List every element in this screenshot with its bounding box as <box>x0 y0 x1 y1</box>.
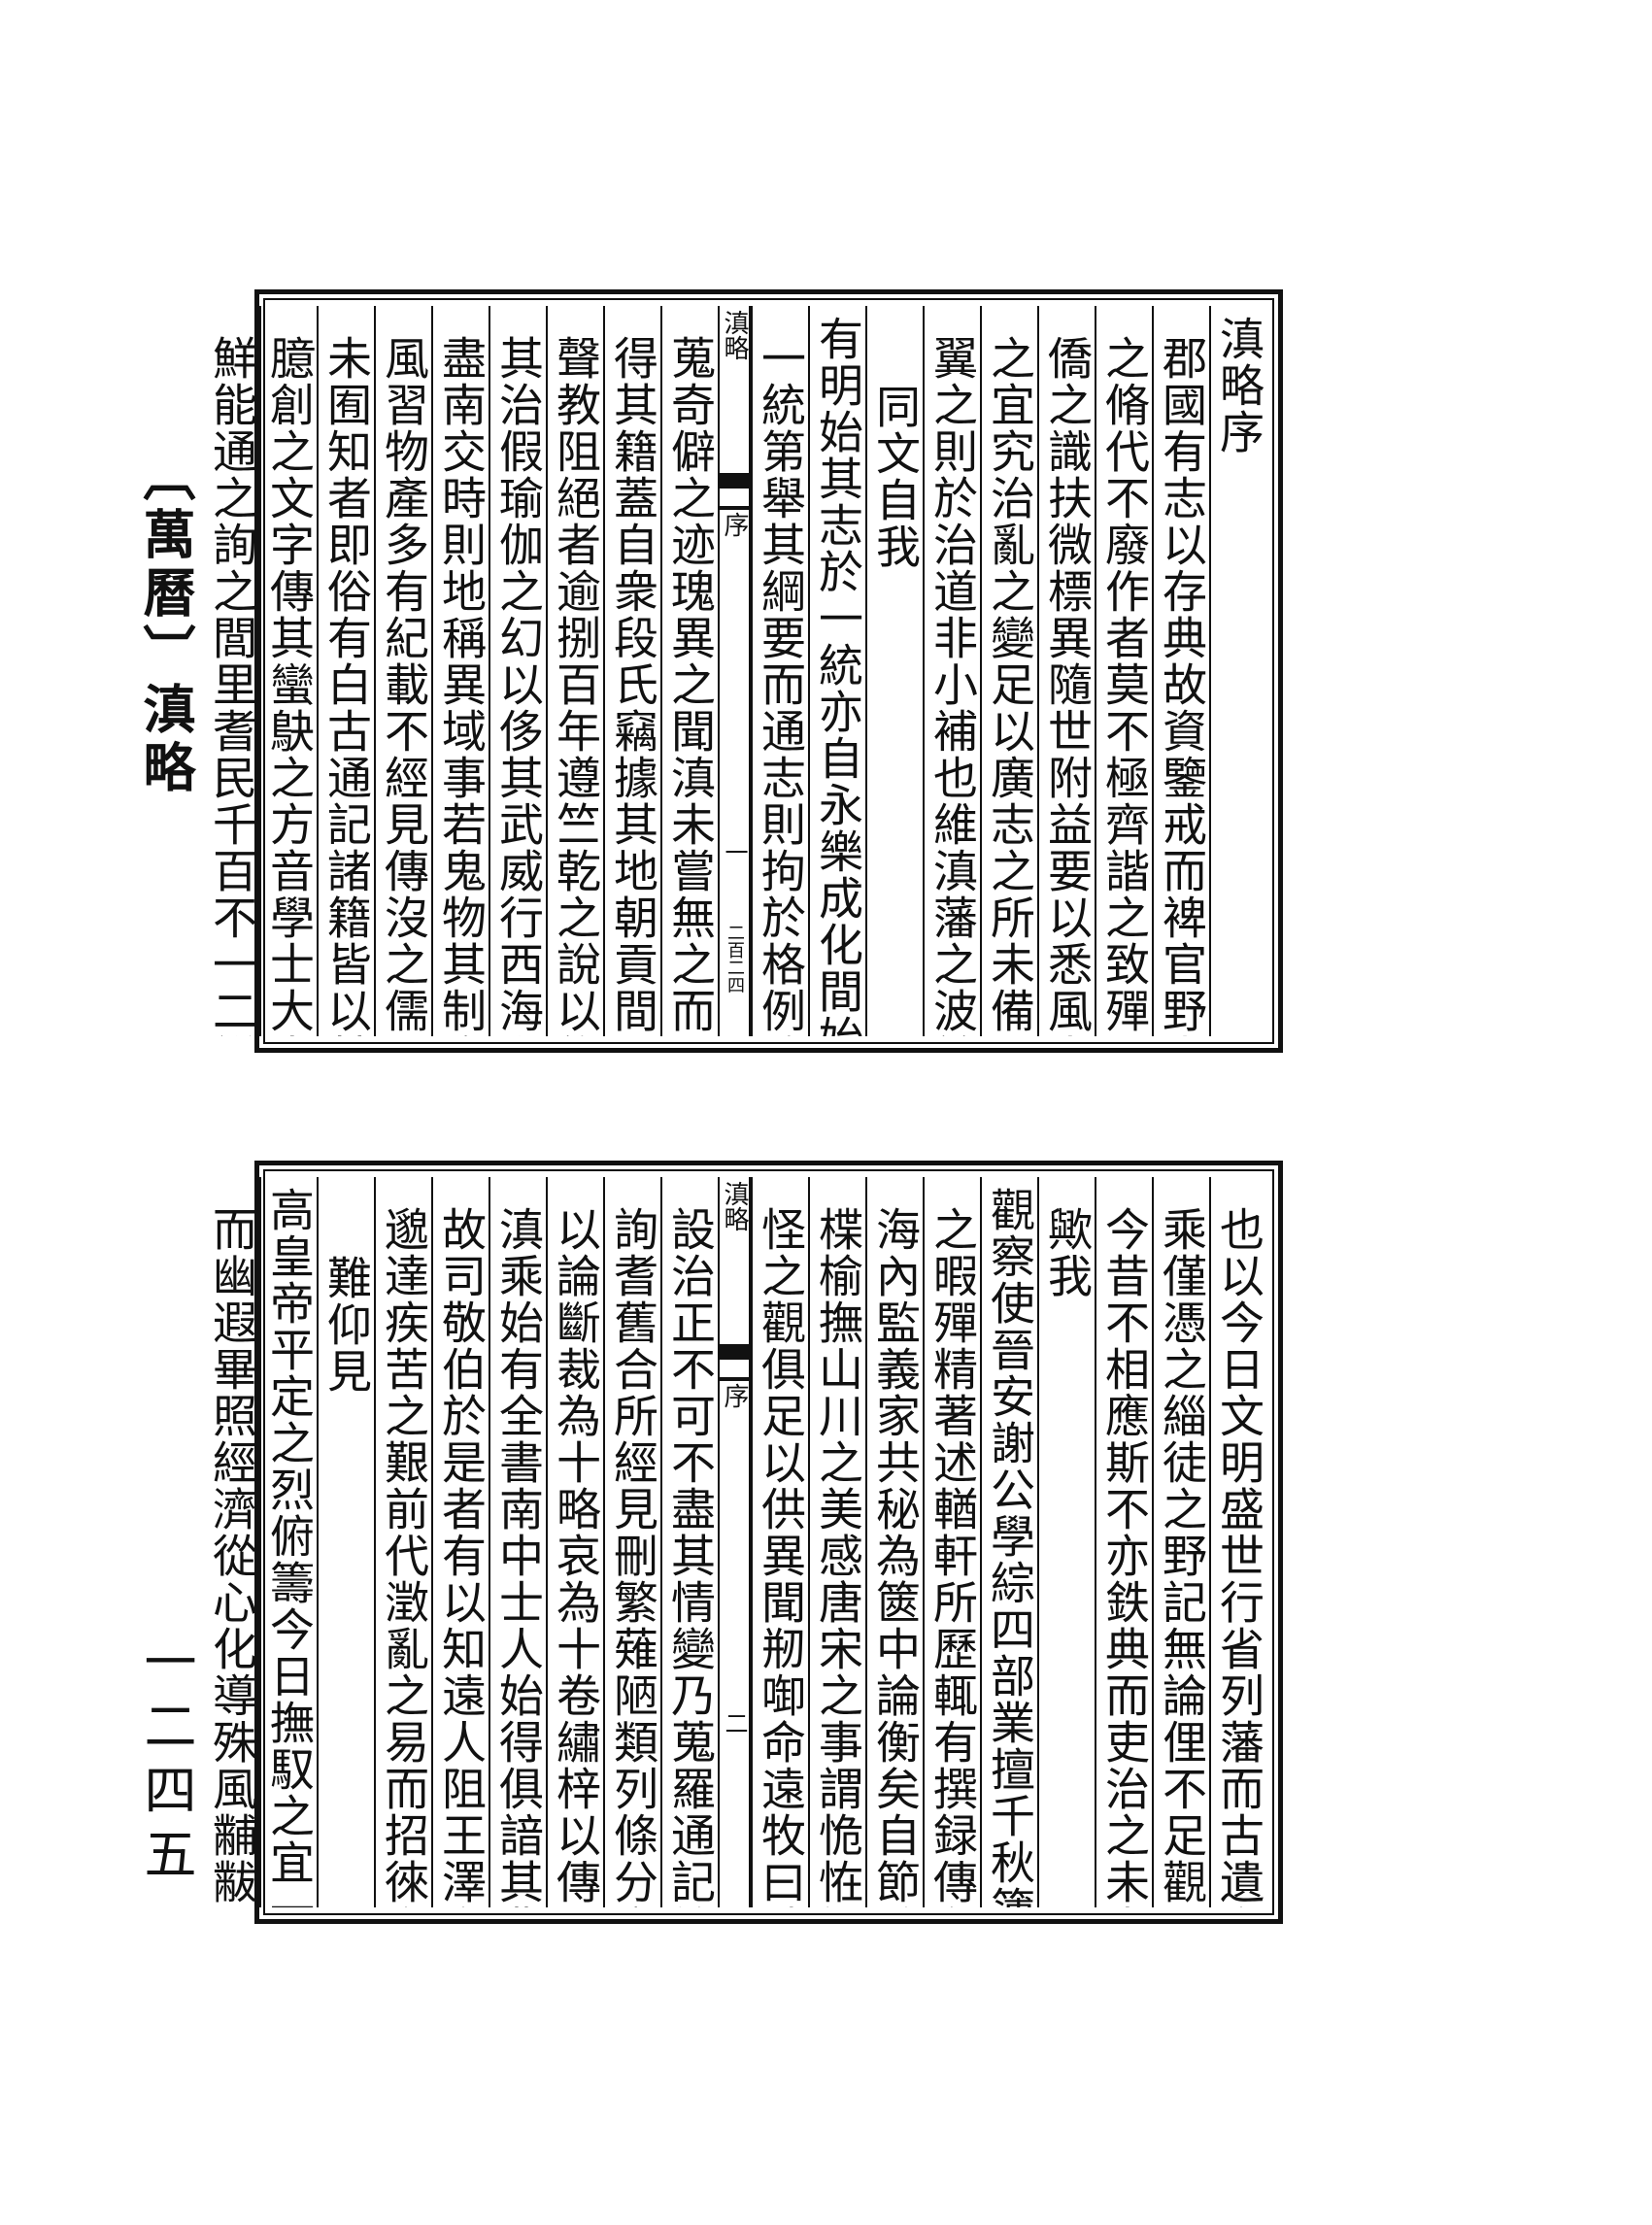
block-heart: 滇略 序 一 二百二四 <box>718 306 751 1036</box>
text-column: 海內監義家共秘為篋中論衡矣自節駐 <box>865 1177 923 1907</box>
text-column: 怪之觀俱足以供異聞剏啣命遠牧曰地 <box>751 1177 808 1907</box>
text-column: 聲教阻絕者逾捌百年遵竺乾之說以飾 <box>546 306 603 1036</box>
fish-tail-rule <box>720 506 749 510</box>
text-column: 翼之則於治道非小補也維滇藩之波於 <box>923 306 980 1036</box>
heart-section-title: 序 <box>720 512 749 537</box>
text-columns: 也以今日文明盛世行省列藩而古遺之 乘僅憑之緇徒之野記無論俚不足觀而 今昔不相應斯… <box>206 1177 1266 1907</box>
text-column: 而幽遐畢照經濟從心化導殊風黼黻 <box>206 1206 258 1905</box>
text-column: 難仰見 <box>317 1177 374 1907</box>
heart-section-title: 序 <box>720 1383 749 1408</box>
text-column: 高皇帝平定之烈俯籌今日撫馭之宜一展卷 <box>259 1177 317 1907</box>
text-column: 蒐奇僻之迹瑰異之聞滇未嘗無之而罕 <box>660 306 718 1036</box>
heart-print-code: 二百二四 <box>725 924 745 994</box>
fish-tail-mark <box>720 1344 749 1360</box>
heart-leaf-number: 一 <box>721 840 748 863</box>
heart-leaf-number: 二 <box>721 1711 748 1735</box>
text-column: 歟我 <box>1037 1177 1095 1907</box>
text-column: 得其籍蓋自衆段氏竊據其地朝貢間通 <box>603 306 660 1036</box>
heart-book-title: 滇略 <box>720 1181 749 1231</box>
text-column: 滇略序 <box>1209 306 1266 1036</box>
text-column: 盡南交時則地稱異域事若鬼物其制度 <box>431 306 489 1036</box>
text-column: 臆創之文字傳其蠻鴃之方音學士大夫 <box>259 306 317 1036</box>
text-column: 楪榆撫山川之美感唐宋之事謂恑恠譎 <box>808 1177 865 1907</box>
text-column: 之脩代不廢作者莫不極齊諧之致殫國 <box>1095 306 1152 1036</box>
text-column: 以論斷裁為十略哀為十卷繡梓以傳而 <box>546 1177 603 1907</box>
fish-tail-mark <box>720 473 749 489</box>
text-column: 故司敬伯於是者有以知遠人阻王澤之 <box>431 1177 489 1907</box>
text-column: 今昔不相應斯不亦鉄典而吏治之未光 <box>1095 1177 1152 1907</box>
text-column: 乘僅憑之緇徒之野記無論俚不足觀而 <box>1152 1177 1209 1907</box>
heart-book-title: 滇略 <box>720 310 749 360</box>
text-column: 滇乘始有全書南中士人始得俱諳其典 <box>489 1177 546 1907</box>
book-title: 〔萬曆〕滇略 <box>134 449 196 798</box>
text-column: 一統第舉其綱要而通志則拘於格例欲 <box>751 306 808 1036</box>
text-column: 其治假瑜伽之幻以侈其武威行西海利 <box>489 306 546 1036</box>
text-column: 之宜究治亂之變足以廣志之所未備而 <box>980 306 1037 1036</box>
text-columns: 滇略序 郡國有志以存典故資鑒戒而裨官野史 之脩代不廢作者莫不極齊諧之致殫國 僑之… <box>206 306 1266 1036</box>
text-column: 邈達疾苦之艱前代澂亂之易而招徠之 <box>374 1177 431 1907</box>
text-column: 設治正不可不盡其情變乃蒐羅通記諮 <box>660 1177 718 1907</box>
text-column: 僑之識扶微標異隨世附益要以悉風土 <box>1037 306 1095 1036</box>
page-number: 一二四五 <box>135 1635 196 1891</box>
fish-tail-rule <box>720 1377 749 1381</box>
text-column: 詢耆舊合所經見刪繁薙陋類列條分衷 <box>603 1177 660 1907</box>
text-column: 同文自我 <box>865 306 923 1036</box>
text-column: 郡國有志以存典故資鑒戒而裨官野史 <box>1152 306 1209 1036</box>
text-column: 風習物產多有紀載不經見傳沒之儒所 <box>374 306 431 1036</box>
text-column: 之暇殫精著述輶軒所歷輒有撰録傳布 <box>923 1177 980 1907</box>
text-column: 有明始其志於一統亦自永樂成化間始頤 <box>808 306 865 1036</box>
text-column: 未囿知者即俗有白古通記諸籍皆以其 <box>317 306 374 1036</box>
text-column: 也以今日文明盛世行省列藩而古遺之 <box>1209 1177 1266 1907</box>
folio-bottom: 也以今日文明盛世行省列藩而古遺之 乘僅憑之緇徒之野記無論俚不足觀而 今昔不相應斯… <box>206 1161 1283 1924</box>
folio-top: 滇略序 郡國有志以存典故資鑒戒而裨官野史 之脩代不廢作者莫不極齊諧之致殫國 僑之… <box>206 289 1283 1053</box>
block-heart: 滇略 序 二 <box>718 1177 751 1907</box>
text-column: 觀察使晉安謝公學綜四部業擅千秋簿書 <box>980 1177 1037 1907</box>
text-column: 鮮能通之詢之閭里耆民千百不一二詳 <box>206 335 258 1036</box>
